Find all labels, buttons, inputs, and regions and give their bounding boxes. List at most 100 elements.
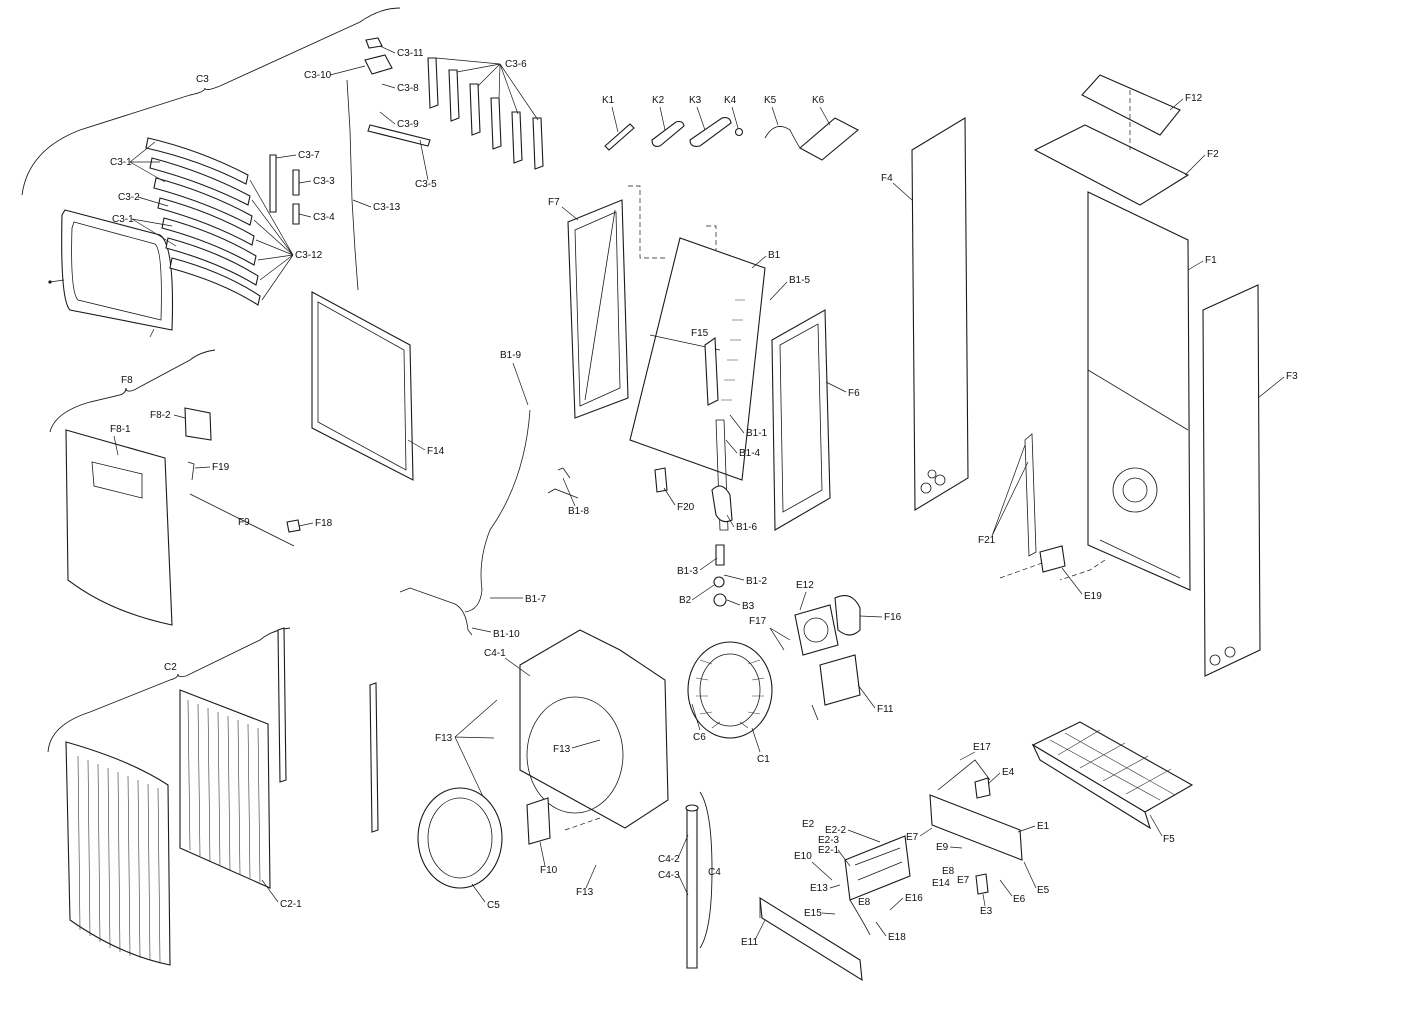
label-C2: C2 bbox=[164, 662, 177, 673]
label-F11: F11 bbox=[877, 704, 894, 715]
label-E8b: E8 bbox=[858, 897, 871, 908]
part-front-frame bbox=[48, 209, 174, 338]
label-E12: E12 bbox=[796, 580, 814, 591]
part-E2-board: E2 E2-2 E2-3 E2-1 E10 E13 E8 E16 E15 E18 bbox=[794, 819, 923, 943]
group-f8: F8 F8-1 F8-2 F19 F9 F18 bbox=[49, 349, 333, 626]
label-F18: F18 bbox=[315, 518, 333, 529]
label-B1-6: B1-6 bbox=[736, 522, 758, 533]
part-F21-E19: F21 E19 bbox=[978, 433, 1102, 602]
label-C3-1b: C3-1 bbox=[112, 214, 134, 225]
label-F20: F20 bbox=[677, 502, 695, 513]
group-k-kit: K1 K2 K3 K4 K5 K6 bbox=[602, 95, 859, 161]
label-F2: F2 bbox=[1207, 149, 1219, 160]
part-C1-fan: C1 C6 bbox=[687, 641, 773, 765]
label-C3-2: C3-2 bbox=[118, 192, 140, 203]
part-F14-panel: F14 bbox=[311, 291, 445, 481]
label-F1: F1 bbox=[1205, 255, 1217, 266]
label-E2-3: E2-3 bbox=[818, 835, 840, 846]
label-C3: C3 bbox=[196, 74, 209, 85]
label-K3: K3 bbox=[689, 95, 702, 106]
label-F13c: F13 bbox=[576, 887, 594, 898]
label-B1: B1 bbox=[768, 250, 781, 261]
part-E11-cover: E11 bbox=[741, 896, 863, 982]
part-F7-filter: F7 bbox=[548, 197, 629, 419]
part-F12-bracket: F12 bbox=[1081, 74, 1203, 136]
label-F19: F19 bbox=[212, 462, 230, 473]
part-C4-1-housing: C4-1 F13 F13 bbox=[435, 629, 669, 829]
label-C3-4: C3-4 bbox=[313, 212, 335, 223]
label-E18: E18 bbox=[888, 932, 906, 943]
part-C4-drain: C4 C4-2 C4-3 bbox=[658, 791, 721, 969]
label-E8a: E8 bbox=[942, 866, 955, 877]
label-B1-2: B1-2 bbox=[746, 576, 768, 587]
label-C3-7: C3-7 bbox=[298, 150, 320, 161]
label-C3-8: C3-8 bbox=[397, 83, 419, 94]
label-B1-1: B1-1 bbox=[746, 428, 768, 439]
label-C4: C4 bbox=[708, 867, 721, 878]
label-E1: E1 bbox=[1037, 821, 1050, 832]
label-E7a: E7 bbox=[906, 832, 919, 843]
label-F15: F15 bbox=[691, 328, 709, 339]
label-E5: E5 bbox=[1037, 885, 1050, 896]
label-B1-7: B1-7 bbox=[525, 594, 547, 605]
label-E17: E17 bbox=[973, 742, 991, 753]
label-C5: C5 bbox=[487, 900, 500, 911]
label-F21: F21 bbox=[978, 535, 996, 546]
label-B2: B2 bbox=[679, 595, 692, 606]
label-F8: F8 bbox=[121, 375, 133, 386]
label-C4-3: C4-3 bbox=[658, 870, 680, 881]
label-B1-8: B1-8 bbox=[568, 506, 590, 517]
part-motor-assembly: E12 F17 F16 F11 bbox=[749, 580, 902, 721]
label-C3-6: C3-6 bbox=[505, 59, 527, 70]
label-F10: F10 bbox=[540, 865, 558, 876]
part-F10-plate: F10 F13 bbox=[526, 797, 597, 898]
label-C3-13: C3-13 bbox=[373, 202, 401, 213]
label-C4-1: C4-1 bbox=[484, 648, 506, 659]
label-C3-1: C3-1 bbox=[110, 157, 132, 168]
label-C3-5: C3-5 bbox=[415, 179, 437, 190]
label-C3-12: C3-12 bbox=[295, 250, 323, 261]
label-F5: F5 bbox=[1163, 834, 1175, 845]
label-F16: F16 bbox=[884, 612, 902, 623]
label-F14: F14 bbox=[427, 446, 445, 457]
label-F4: F4 bbox=[881, 173, 893, 184]
label-E9: E9 bbox=[936, 842, 949, 853]
label-K6: K6 bbox=[812, 95, 825, 106]
label-K4: K4 bbox=[724, 95, 737, 106]
label-B1-10: B1-10 bbox=[493, 629, 520, 640]
part-F6-filter: F6 bbox=[771, 309, 860, 531]
label-C3-10: C3-10 bbox=[304, 70, 332, 81]
label-B1-3: B1-3 bbox=[677, 566, 699, 577]
label-E2: E2 bbox=[802, 819, 815, 830]
label-C6: C6 bbox=[693, 732, 706, 743]
label-K1: K1 bbox=[602, 95, 615, 106]
label-E19: E19 bbox=[1084, 591, 1102, 602]
label-B1-4: B1-4 bbox=[739, 448, 761, 459]
label-C3-9: C3-9 bbox=[397, 119, 419, 130]
part-F5-tray: F5 bbox=[1031, 721, 1194, 845]
part-E1-box: E1 E17 E4 E7 E9 E8 E7 E14 E3 E6 E5 bbox=[906, 742, 1050, 917]
group-c2: C2 C2-1 bbox=[47, 627, 379, 966]
label-F3: F3 bbox=[1286, 371, 1298, 382]
label-K2: K2 bbox=[652, 95, 665, 106]
label-E3: E3 bbox=[980, 906, 993, 917]
label-E2-1: E2-1 bbox=[818, 845, 840, 856]
label-E11: E11 bbox=[741, 937, 758, 948]
label-E16: E16 bbox=[905, 893, 923, 904]
label-E4: E4 bbox=[1002, 767, 1015, 778]
label-B3: B3 bbox=[742, 601, 755, 612]
label-F8-1: F8-1 bbox=[110, 424, 131, 435]
part-B1-coil: B1 B1-5 F15 B1-1 B1-4 B1-6 F20 B1-3 B1-2… bbox=[629, 237, 811, 612]
label-B1-5: B1-5 bbox=[789, 275, 811, 286]
label-C2-1: C2-1 bbox=[280, 899, 302, 910]
label-E7b: E7 bbox=[957, 875, 970, 886]
part-C5-ring: C5 bbox=[417, 787, 503, 911]
part-F2-top: F2 bbox=[1033, 124, 1219, 206]
label-C3-3: C3-3 bbox=[313, 176, 335, 187]
label-C1: C1 bbox=[757, 754, 770, 765]
label-K5: K5 bbox=[764, 95, 777, 106]
label-F13b: F13 bbox=[553, 744, 571, 755]
label-F12: F12 bbox=[1185, 93, 1203, 104]
part-c3-6-brackets bbox=[427, 57, 544, 170]
